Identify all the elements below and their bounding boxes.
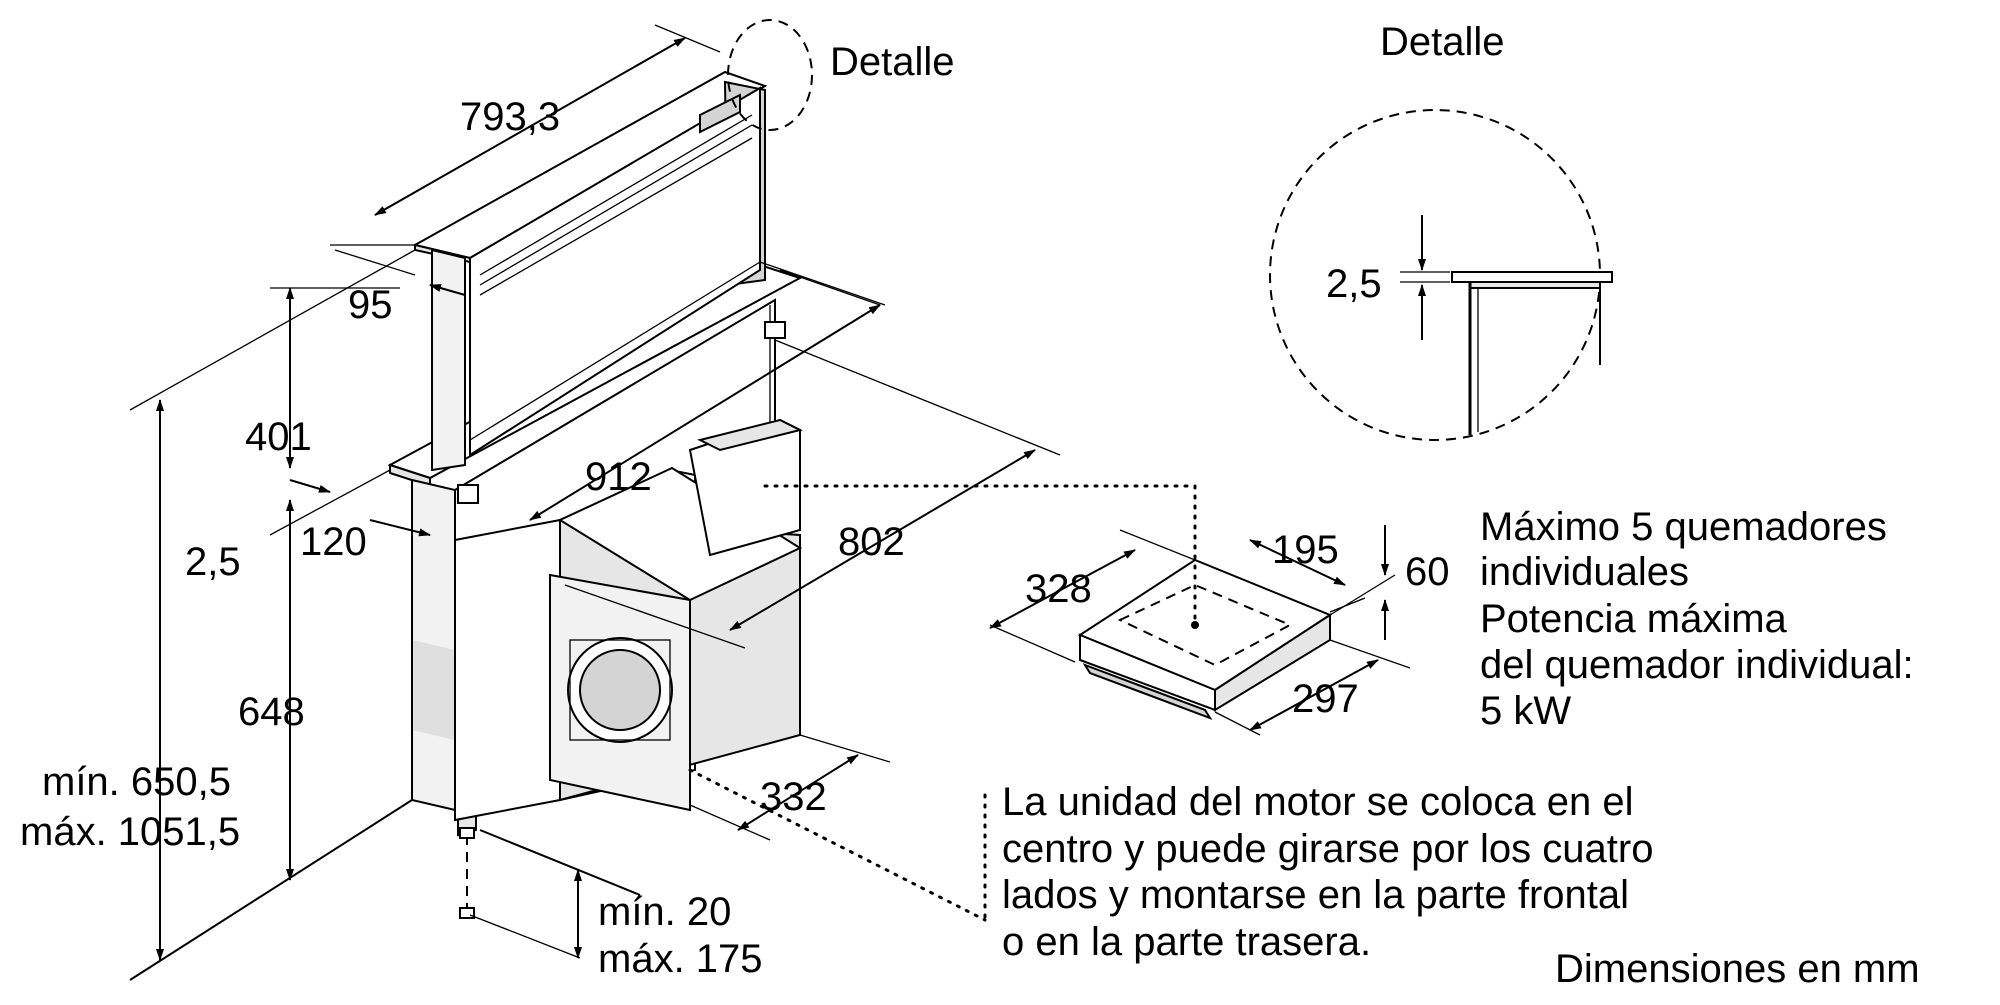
detail-title: Detalle [1380, 20, 1505, 64]
detail-trim [1469, 281, 1601, 289]
module-base-flange [1082, 663, 1213, 720]
note-burners-5: 5 kW [1480, 689, 1571, 733]
ext-802-left [564, 584, 746, 649]
note-burners-2: individuales [1480, 550, 1689, 594]
ext-328 [989, 624, 1076, 663]
ext-60-bottom [1329, 639, 1411, 669]
dim-195: 195 [1272, 528, 1339, 572]
dim-793: 793,3 [460, 95, 560, 139]
note-motor-3: lados y montarse en la parte frontal [1002, 873, 1629, 917]
guide-top-left [129, 249, 416, 411]
hood-slot-bottom [479, 137, 753, 296]
floor-line-left [129, 799, 413, 981]
module-inner-outline [1117, 583, 1293, 667]
dim-802: 802 [838, 520, 905, 564]
note-motor-4: o en la parte trasera. [1002, 920, 1371, 964]
ext-332-left [689, 804, 771, 841]
ext-332-right [799, 734, 891, 763]
motor-outlet [579, 649, 661, 731]
rail-foot-bottom [459, 907, 475, 919]
rail-foot-top [459, 827, 475, 839]
detail-glass-plate [1451, 271, 1613, 283]
dim-line-793 [374, 37, 686, 216]
dim-2-5-main: 2,5 [185, 540, 241, 584]
ext-95 [334, 249, 416, 276]
note-burners-4: del quemador individual: [1480, 643, 1914, 687]
clamp-left [457, 484, 479, 504]
ext-60-top [1329, 574, 1396, 616]
dim-328: 328 [1025, 567, 1092, 611]
dim-line-120 [369, 519, 431, 537]
dim-2-5-detail: 2,5 [1326, 262, 1382, 306]
dim-60: 60 [1405, 550, 1450, 594]
hood-slot-insert [699, 93, 741, 134]
dim-max-1051: máx. 1051,5 [20, 810, 240, 854]
dim-297: 297 [1292, 677, 1359, 721]
note-burners-1: Máximo 5 quemadores [1480, 505, 1887, 549]
clamp-right [764, 321, 786, 339]
leader-motor-module [763, 484, 1197, 622]
dim-648: 648 [238, 690, 305, 734]
dim-line-332 [737, 754, 859, 831]
dim-332: 332 [760, 775, 827, 819]
ext-297 [1214, 711, 1261, 736]
detail-callout-circle [727, 19, 813, 131]
dim-912: 912 [585, 455, 652, 499]
note-burners-3: Potencia máxima [1480, 597, 1788, 641]
motor-outlet-flange [569, 639, 671, 741]
floor-line-right [479, 829, 641, 896]
dim-line-802 [729, 449, 1036, 631]
dim-min-650: mín. 650,5 [42, 760, 231, 804]
leader-lines [688, 484, 1197, 922]
ext-175 [469, 914, 581, 959]
lower-housing-shade [412, 640, 455, 740]
hood-left-post [431, 248, 466, 472]
guide-top-right [759, 261, 886, 306]
dim-401: 401 [245, 415, 312, 459]
dim-line-297 [1249, 659, 1379, 731]
ext-793-right [654, 24, 721, 53]
dim-line-95 [429, 284, 466, 296]
note-motor-2: centro y puede girarse por los cuatro [1002, 827, 1653, 871]
dim-120: 120 [300, 520, 367, 564]
leader-motor-note [688, 768, 987, 922]
dim-max-175: máx. 175 [598, 937, 763, 981]
dim-line-328 [989, 549, 1136, 629]
main-dimensions: Detalle 793,3 95 401 2,5 120 912 802 [20, 19, 1061, 981]
detail-view: Detalle 2,5 [1269, 20, 1613, 441]
dim-line-2-5 [289, 479, 331, 493]
ext-195 [1329, 597, 1366, 613]
note-motor-1: La unidad del motor se coloca en el [1002, 780, 1634, 824]
detail-callout-label: Detalle [830, 40, 955, 84]
dim-line-912 [529, 304, 881, 521]
dim-min-20: mín. 20 [598, 890, 731, 934]
units-caption: Dimensiones en mm [1555, 947, 1920, 991]
ext-802-right [774, 339, 1061, 456]
motor-module-view: 328 195 60 297 [989, 525, 1450, 736]
ext-328-top [1119, 529, 1196, 561]
ext-912 [779, 269, 881, 306]
dim-line-195 [1249, 539, 1346, 586]
module-center-dot [1191, 621, 1199, 629]
dim-95: 95 [348, 283, 393, 327]
notes: Máximo 5 quemadores individuales Potenci… [1002, 505, 1920, 991]
